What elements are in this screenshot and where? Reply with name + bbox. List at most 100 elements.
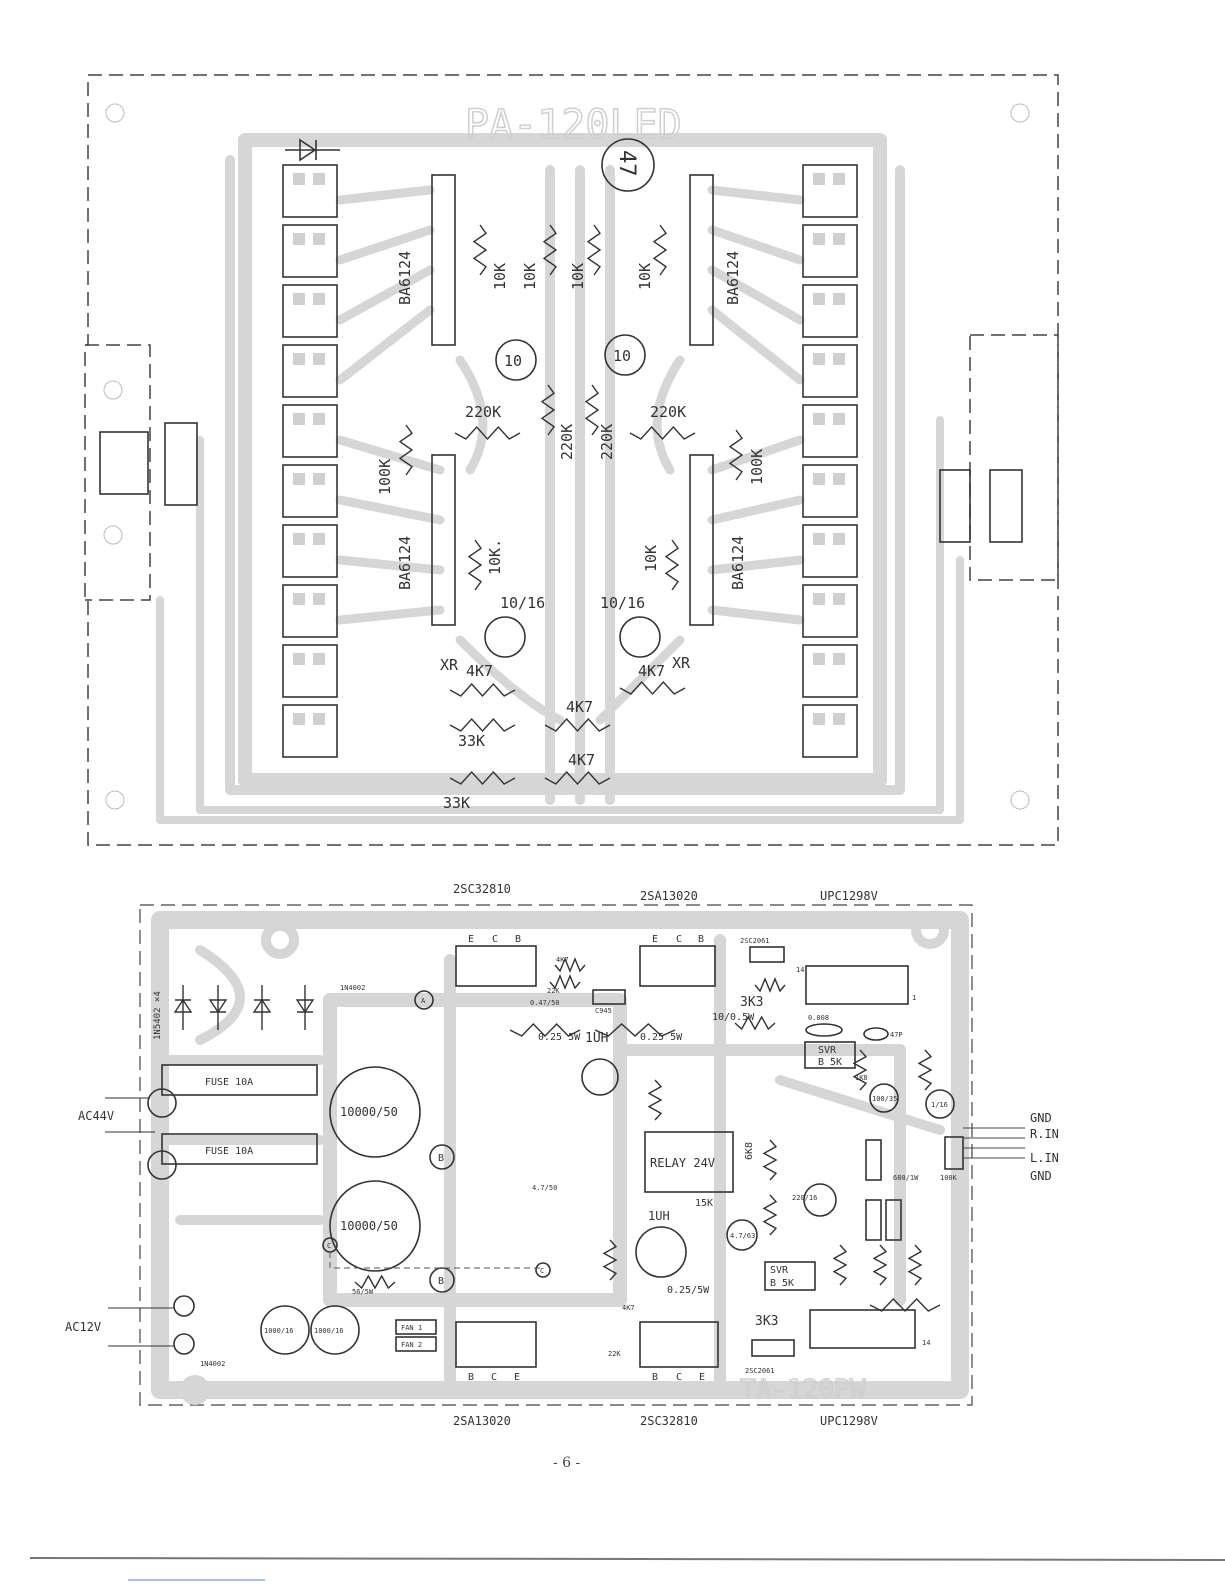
resistor-icon (509, 1022, 581, 1038)
led-pad (293, 293, 305, 305)
pin-label: C (676, 934, 682, 945)
capacitor-label: 10 (504, 352, 522, 370)
capacitor-label: 10000/50 (340, 1105, 398, 1119)
connector-right (989, 469, 1023, 543)
copper-traces (156, 133, 964, 824)
resistor-icon (554, 957, 586, 973)
led-segment (282, 524, 338, 578)
capacitor-10000-50-2 (329, 1180, 421, 1272)
jumper (329, 1252, 540, 1269)
led-pad (813, 173, 825, 185)
input-label-r: R.IN (1030, 1127, 1059, 1141)
trimmer-svr-bottom (764, 1261, 816, 1291)
capacitor-10-16 (619, 616, 661, 658)
led-pad (293, 413, 305, 425)
resistor-icon (762, 1194, 778, 1236)
resistor-icon (907, 1244, 923, 1286)
mount-hole (105, 103, 125, 123)
copper-traces (151, 911, 969, 1405)
capacitor-1000-16 (260, 1305, 310, 1355)
led-segment (802, 404, 858, 458)
xr-label: XR (440, 656, 459, 674)
led-pad (833, 593, 845, 605)
ic-ba6124-bottom-right (689, 454, 714, 626)
transistor-2sc2061 (751, 1339, 795, 1357)
led-segment (802, 284, 858, 338)
led-board: PA-120LED BA6124 BA6124 BA6124 BA6124 47… (84, 74, 1059, 846)
board-title: PA-120LED (465, 102, 682, 148)
led-pad (293, 353, 305, 365)
led-pad (313, 593, 325, 605)
test-point-b (429, 1267, 455, 1293)
led-pad (833, 653, 845, 665)
led-segment (802, 644, 858, 698)
pin-label: B (652, 1372, 658, 1383)
resistor-label: 10K (642, 545, 660, 572)
fan-label: FAN 1 (401, 1324, 422, 1332)
led-segment (802, 344, 858, 398)
pin-label: E (652, 934, 658, 945)
diode-icon (285, 138, 340, 162)
capacitor-label: 47P (890, 1031, 903, 1039)
resistor-label: 680/1W (893, 1174, 919, 1182)
led-pad (313, 413, 325, 425)
ic-label: BA6124 (729, 536, 747, 590)
transistor-2sc2061 (749, 946, 785, 963)
fuse-label: FUSE 10A (205, 1077, 253, 1088)
led-pad (813, 233, 825, 245)
relay (644, 1131, 734, 1193)
pin-label: C (491, 1372, 497, 1383)
led-column-left (282, 164, 338, 758)
resistor-group (398, 224, 744, 591)
resistor-label: 0.25 5W (538, 1032, 581, 1043)
resistor-icon (619, 680, 686, 696)
resistor-icon (540, 384, 556, 436)
part-header: UPC1298V (820, 889, 878, 903)
page-number: - 6 - (553, 1455, 581, 1471)
diode-icon (208, 985, 228, 1030)
ac12v-label: AC12V (65, 1320, 101, 1334)
led-segment (282, 404, 338, 458)
wire (105, 1097, 155, 1133)
capacitor-label: 47 (614, 150, 639, 177)
resistor-label: 100K (940, 1174, 958, 1182)
trimmer-value: B 5K (818, 1057, 842, 1068)
capacitor-10 (604, 334, 646, 376)
resistor-label: 33K (443, 794, 470, 812)
resistor-group (354, 957, 941, 1313)
capacitor-label: 0.47/50 (530, 999, 560, 1007)
led-pad (313, 353, 325, 365)
led-pad (813, 473, 825, 485)
diode-label: 1N5402 ×4 (153, 991, 163, 1040)
led-pad (813, 653, 825, 665)
led-segment (802, 224, 858, 278)
part-header: 2SC32810 (453, 882, 511, 896)
capacitor-label: 220/16 (792, 1194, 817, 1202)
resistor-label: 4K7 (566, 698, 593, 716)
resistor-icon (629, 425, 696, 441)
fan-label: FAN 2 (401, 1341, 422, 1349)
right-connector-outline (969, 334, 1059, 581)
mount-hole (1010, 103, 1030, 123)
resistor-label: 10K (636, 263, 654, 290)
capacitor-label: 4.7/50 (532, 1184, 557, 1192)
pin-label: E (699, 1372, 705, 1383)
resistor-icon (917, 1049, 933, 1091)
resistor-label: 3K3 (740, 995, 763, 1010)
resistor-label: 0.25 5W (640, 1032, 683, 1043)
part-footer: UPC1298V (820, 1414, 878, 1428)
resistor-icon (872, 1244, 888, 1286)
point-label: C (540, 1267, 544, 1275)
led-segment (282, 344, 338, 398)
led-pad (813, 593, 825, 605)
led-pad (293, 173, 305, 185)
resistor-icon (354, 1274, 396, 1290)
resistor-icon (652, 224, 668, 276)
resistor-label: 22K (608, 1350, 621, 1358)
ic-ba6124-bottom-left (431, 454, 456, 626)
ic-upc1298v-top (805, 965, 909, 1005)
pin-label: 1 (912, 994, 916, 1002)
led-pad (813, 713, 825, 725)
led-pad (313, 653, 325, 665)
resistor-label: 33K (458, 732, 485, 750)
